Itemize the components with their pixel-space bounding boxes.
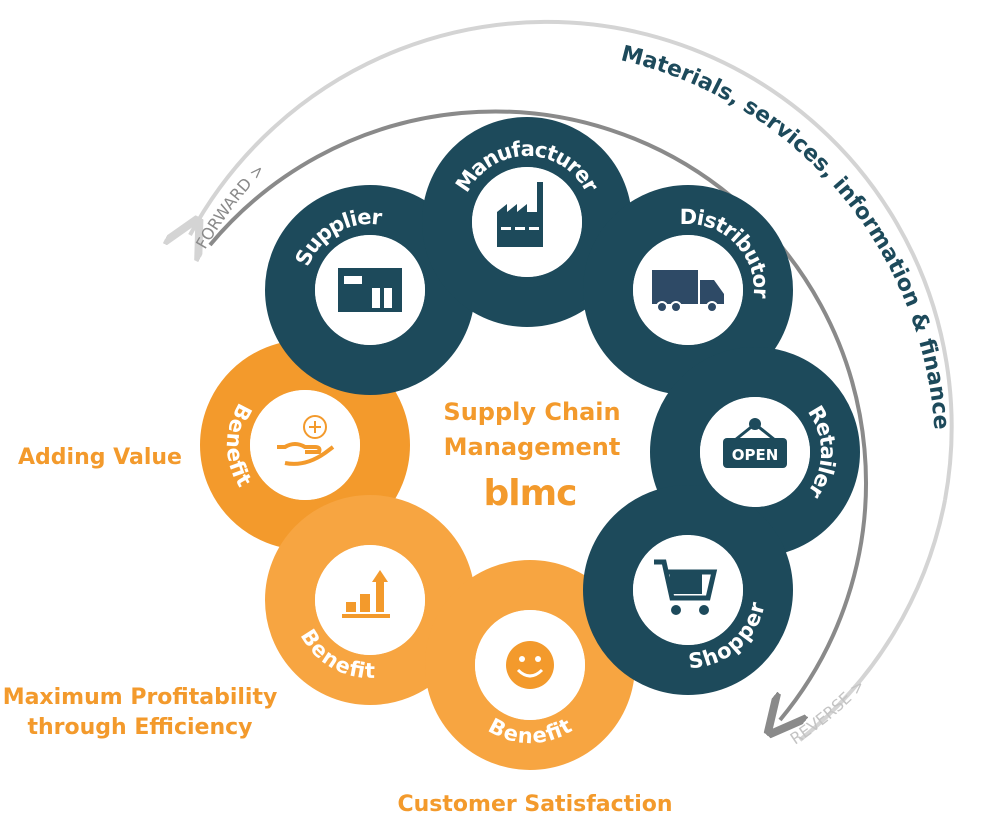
node-benefit-5[interactable]: Benefit [458, 610, 602, 748]
warehouse-icon [338, 268, 402, 312]
benefit-profitability-line1: Maximum Profitability [2, 685, 278, 710]
svg-text:OPEN: OPEN [732, 446, 779, 464]
smiley-icon [506, 641, 554, 689]
blmc-logo: blmc [484, 473, 577, 514]
reverse-label: REVERSE > [787, 676, 869, 749]
benefit-adding-value: Adding Value [18, 445, 182, 470]
node-ring [422, 117, 632, 327]
node-ring [583, 185, 793, 395]
center-title-line1: Supply Chain [443, 398, 620, 426]
benefit-profitability-line2: through Efficiency [27, 715, 253, 740]
shopping-cart-icon [654, 559, 718, 615]
node-distributor[interactable]: Distributor [633, 205, 773, 345]
node-ring [583, 485, 793, 695]
node-supplier[interactable]: Supplier [291, 205, 433, 345]
center-title-line2: Management [444, 433, 621, 461]
growth-chart-icon [342, 570, 390, 618]
open-sign-icon: OPEN [723, 418, 787, 468]
reverse-arc-light [798, 499, 947, 742]
forward-arc [190, 19, 954, 501]
benefit-profitability: Maximum Profitability through Efficiency [0, 683, 280, 743]
node-ring [425, 560, 635, 770]
hand-plus-icon [277, 415, 335, 466]
factory-icon [497, 182, 553, 247]
truck-icon [652, 270, 724, 313]
benefit-customer-satisfaction: Customer Satisfaction [397, 792, 673, 817]
